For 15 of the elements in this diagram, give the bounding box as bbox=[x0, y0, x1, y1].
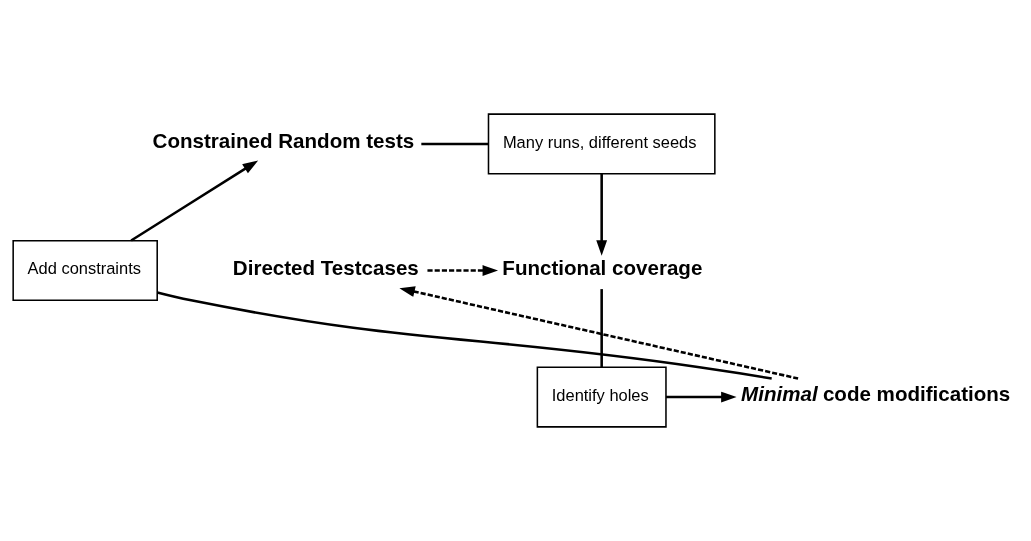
node-text: Constrained Random tests bbox=[152, 129, 415, 153]
node-text: Directed Testcases bbox=[232, 255, 419, 279]
arrow bbox=[666, 391, 737, 403]
node-box: Identify holes bbox=[536, 366, 667, 428]
connector bbox=[421, 142, 489, 146]
node-text: Minimal code modifications bbox=[741, 382, 1011, 406]
connector bbox=[156, 291, 772, 380]
node-box: Add constraints bbox=[12, 239, 158, 302]
arrow bbox=[399, 286, 799, 380]
arrow bbox=[427, 265, 499, 276]
arrow bbox=[130, 160, 259, 242]
arrow bbox=[596, 173, 608, 256]
node-text: Functional coverage bbox=[502, 255, 703, 279]
node-box: Many runs, different seeds bbox=[487, 113, 716, 175]
connector bbox=[600, 289, 603, 368]
